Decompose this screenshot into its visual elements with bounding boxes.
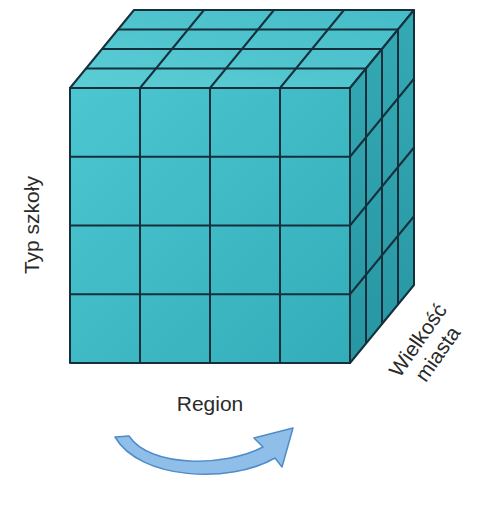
front-grid — [70, 88, 350, 363]
cube-side-face — [350, 10, 414, 363]
cube — [70, 10, 414, 363]
axis-label: Typ szkoły — [20, 176, 44, 274]
side-grid — [350, 30, 414, 344]
rotate-arrow — [115, 428, 293, 474]
cube-front-face — [70, 88, 350, 363]
axis-label: Region — [177, 392, 244, 416]
top-grid — [86, 10, 398, 88]
axis-label: Wielkość miasta — [382, 295, 474, 398]
